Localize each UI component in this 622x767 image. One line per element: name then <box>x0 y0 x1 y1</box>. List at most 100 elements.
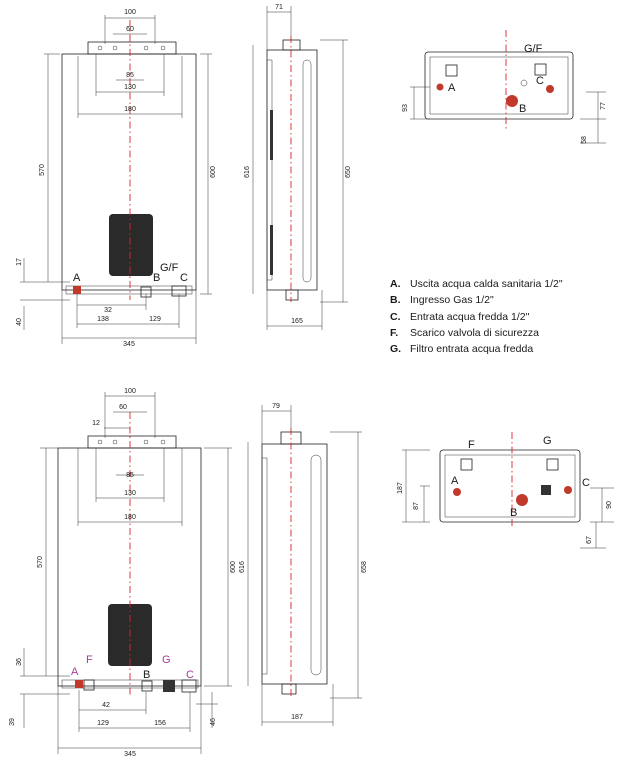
dim-600: 600 <box>230 561 237 573</box>
flue-pipe <box>282 39 301 51</box>
label-a: A <box>451 475 459 487</box>
side-body <box>261 443 328 685</box>
bottom-plate <box>424 51 574 120</box>
dim-570: 570 <box>37 556 44 568</box>
dim-345: 345 <box>124 751 136 758</box>
dim-129: 129 <box>149 316 161 323</box>
dim-79: 79 <box>272 403 280 410</box>
dim-187: 187 <box>397 482 404 494</box>
dim-100: 100 <box>124 388 136 395</box>
legend-item-f: F.Scarico valvola di sicurezza <box>390 326 539 339</box>
dim-46: 46 <box>210 718 217 726</box>
label-a: A <box>73 272 81 284</box>
dim-100: 100 <box>124 9 136 16</box>
front-cover <box>266 59 273 281</box>
fitting-b <box>516 494 528 506</box>
label-a: A <box>448 82 456 94</box>
label-b: B <box>143 669 150 681</box>
side-rib <box>310 454 322 676</box>
bracket-hole <box>160 45 166 51</box>
dim-60: 60 <box>126 26 134 33</box>
dim-130: 130 <box>124 490 136 497</box>
top-side-view: 71 616 650 165 <box>244 4 352 330</box>
dim-58: 58 <box>581 136 588 144</box>
label-c: C <box>536 75 544 87</box>
mounting-bracket <box>87 435 177 449</box>
dim-156: 156 <box>154 720 166 727</box>
valve-knob <box>520 79 528 87</box>
label-c: C <box>186 669 194 681</box>
dim-129: 129 <box>97 720 109 727</box>
side-rib <box>302 59 312 283</box>
top-front-view: 100 60 85 130 180 570 600 17 40 32 138 1… <box>16 9 217 348</box>
fitting-b <box>141 680 153 692</box>
label-a: A <box>71 666 79 678</box>
fitting-g <box>541 485 551 495</box>
filter-box <box>445 64 458 77</box>
dim-36: 36 <box>16 658 23 666</box>
dim-130: 130 <box>124 84 136 91</box>
dim-187: 187 <box>291 714 303 721</box>
label-b: B <box>519 103 526 115</box>
front-cover <box>261 457 268 675</box>
fitting-a <box>453 488 461 496</box>
top-bottom-view: 93 77 58 G/F A B C <box>402 30 607 144</box>
fitting-c <box>546 85 554 93</box>
fitting-a <box>75 680 83 688</box>
dim-616: 616 <box>239 561 246 573</box>
bracket-hole <box>143 45 149 51</box>
side-fitting <box>285 289 299 301</box>
dim-67: 67 <box>586 536 593 544</box>
side-fitting <box>281 683 297 695</box>
dim-77: 77 <box>600 102 607 110</box>
heater-body <box>57 447 202 687</box>
dim-650: 650 <box>345 166 352 178</box>
dim-85: 85 <box>126 472 134 479</box>
cover-edge <box>270 110 273 160</box>
bottom-inner <box>444 454 576 518</box>
dim-90: 90 <box>606 501 613 509</box>
dim-87: 87 <box>413 502 420 510</box>
fitting-g <box>163 680 175 692</box>
dim-600: 600 <box>210 166 217 178</box>
dim-12: 12 <box>92 420 100 427</box>
bottom-inner <box>429 56 569 115</box>
dim-60: 60 <box>119 404 127 411</box>
dim-345: 345 <box>123 341 135 348</box>
filter-box <box>534 63 547 76</box>
bottom-bottom-view: 187 87 90 67 F G A B C <box>397 432 614 549</box>
dim-85: 85 <box>126 72 134 79</box>
label-g: G <box>543 435 552 447</box>
legend-item-a: A.Uscita acqua calda sanitaria 1/2" <box>390 278 563 290</box>
heater-body <box>61 53 197 291</box>
legend: A.Uscita acqua calda sanitaria 1/2" B.In… <box>390 276 563 357</box>
cover-edge <box>270 225 273 275</box>
dim-616: 616 <box>244 166 251 178</box>
bracket-hole <box>112 45 118 51</box>
dim-570: 570 <box>39 164 46 176</box>
dim-658: 658 <box>361 561 368 573</box>
fitting-f <box>83 679 95 691</box>
dim-39: 39 <box>9 718 16 726</box>
dim-165: 165 <box>291 318 303 325</box>
label-g: G <box>162 654 171 666</box>
dim-93: 93 <box>402 104 409 112</box>
mounting-bracket <box>87 41 177 55</box>
label-b: B <box>153 272 160 284</box>
label-gf: G/F <box>524 43 543 55</box>
bracket-hole <box>97 45 103 51</box>
legend-item-c: C.Entrata acqua fredda 1/2" <box>390 310 530 323</box>
legend-item-g: G.Filtro entrata acqua fredda <box>390 343 534 356</box>
legend-item-b: B.Ingresso Gas 1/2" <box>390 294 494 307</box>
dim-138: 138 <box>97 316 109 323</box>
fitting-a <box>436 83 444 91</box>
bottom-side-view: 79 616 658 187 <box>239 403 368 726</box>
connections-bar <box>65 285 193 295</box>
dim-42: 42 <box>102 702 110 709</box>
filter-box-f <box>460 458 473 471</box>
fitting-a <box>73 286 81 294</box>
dim-71: 71 <box>275 4 283 11</box>
label-gf: G/F <box>160 262 179 274</box>
dim-32: 32 <box>104 307 112 314</box>
